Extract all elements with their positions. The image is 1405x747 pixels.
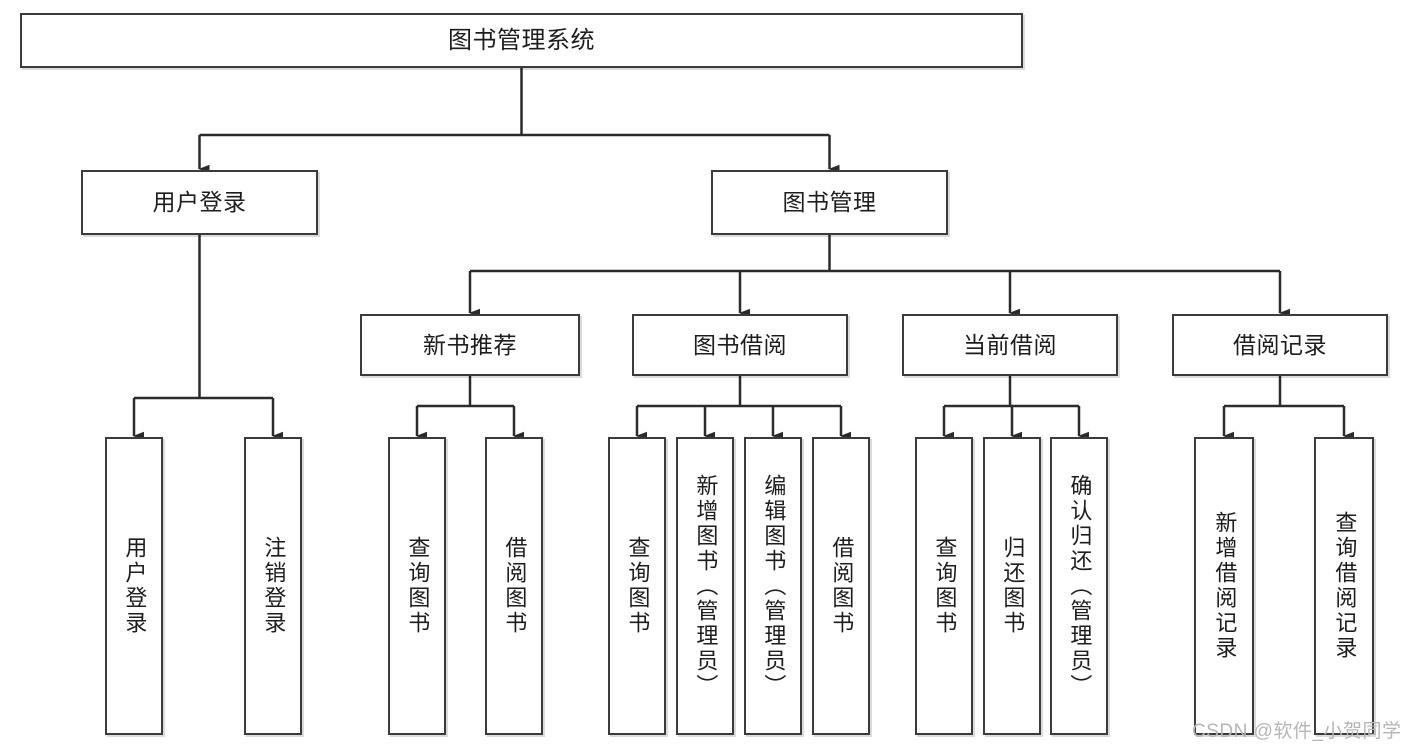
node-leaf-nb-borrow[interactable]: 借阅图书	[485, 437, 543, 735]
node-label-bookmgmt: 图书管理	[782, 189, 877, 216]
node-leaf-cu-confirm[interactable]: 确认归还（管理员）	[1050, 437, 1108, 735]
node-label-leaf-bw-query: 查询图书	[625, 536, 651, 636]
node-leaf-nb-query[interactable]: 查询图书	[388, 437, 446, 735]
node-label-root: 图书管理系统	[448, 26, 595, 54]
node-leaf-bw-add[interactable]: 新增图书（管理员）	[676, 437, 734, 735]
node-leaf-bw-query[interactable]: 查询图书	[608, 437, 666, 735]
node-label-leaf-rc-query: 查询借阅记录	[1332, 511, 1358, 661]
node-newbook[interactable]: 新书推荐	[360, 314, 580, 376]
node-label-newbook: 新书推荐	[423, 331, 517, 358]
node-leaf-rc-query[interactable]: 查询借阅记录	[1314, 437, 1374, 735]
node-leaf-logout[interactable]: 注销登录	[244, 437, 302, 735]
node-label-leaf-cu-query: 查询图书	[932, 536, 958, 636]
node-current[interactable]: 当前借阅	[902, 314, 1118, 376]
tree-connectors	[132, 68, 1354, 441]
node-leaf-login[interactable]: 用户登录	[105, 437, 163, 735]
node-leaf-bw-lend[interactable]: 借阅图书	[812, 437, 870, 735]
node-label-records: 借阅记录	[1233, 331, 1327, 358]
node-leaf-rc-add[interactable]: 新增借阅记录	[1194, 437, 1254, 735]
node-label-leaf-rc-add: 新增借阅记录	[1212, 511, 1238, 661]
node-label-leaf-bw-lend: 借阅图书	[829, 536, 855, 636]
node-label-login: 用户登录	[152, 189, 247, 216]
node-leaf-cu-query[interactable]: 查询图书	[915, 437, 973, 735]
node-label-leaf-bw-add: 新增图书（管理员）	[693, 473, 719, 699]
node-borrow[interactable]: 图书借阅	[632, 314, 848, 376]
node-bookmgmt[interactable]: 图书管理	[711, 170, 948, 235]
node-label-leaf-login: 用户登录	[122, 536, 148, 636]
node-records[interactable]: 借阅记录	[1172, 314, 1388, 376]
node-login[interactable]: 用户登录	[81, 170, 318, 235]
node-label-leaf-cu-return: 归还图书	[1000, 536, 1026, 636]
node-label-leaf-bw-edit: 编辑图书（管理员）	[761, 473, 787, 699]
node-label-leaf-nb-borrow: 借阅图书	[502, 536, 528, 636]
node-label-leaf-cu-confirm: 确认归还（管理员）	[1067, 473, 1093, 699]
node-leaf-bw-edit[interactable]: 编辑图书（管理员）	[744, 437, 802, 735]
node-leaf-cu-return[interactable]: 归还图书	[983, 437, 1041, 735]
node-label-leaf-nb-query: 查询图书	[405, 536, 431, 636]
node-label-borrow: 图书借阅	[693, 331, 787, 358]
node-label-leaf-logout: 注销登录	[261, 536, 287, 636]
node-root[interactable]: 图书管理系统	[20, 13, 1023, 68]
node-label-current: 当前借阅	[963, 331, 1057, 358]
